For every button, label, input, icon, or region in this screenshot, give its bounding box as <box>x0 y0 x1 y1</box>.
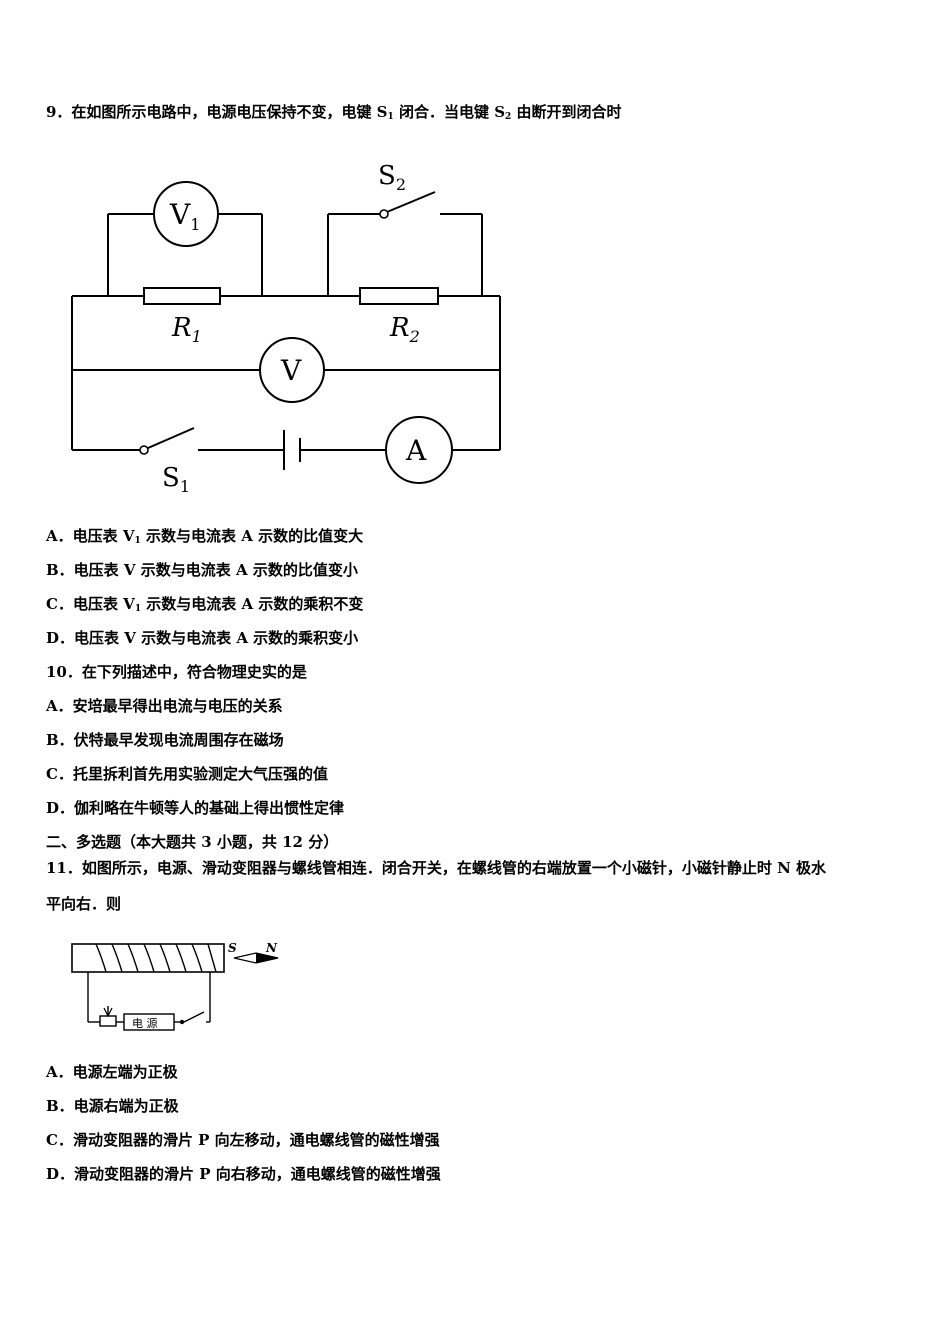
label-s-pole: S <box>228 941 237 955</box>
q9-stem-part: 闭合．当电键 S <box>393 103 506 121</box>
option-sub: 1 <box>134 604 142 614</box>
resistor-r1 <box>143 287 221 305</box>
label-n-pole: N <box>265 941 278 955</box>
ammeter-a <box>385 416 453 484</box>
label-r1: R1 <box>171 313 202 346</box>
q11-option-c[interactable]: C．滑动变阻器的滑片 P 向左移动，通电螺线管的磁性增强 <box>46 1131 440 1149</box>
option-text: B．电压表 V 示数与电流表 A 示数的比值变小 <box>46 561 358 579</box>
q10-option-c[interactable]: C．托里拆利首先用实验测定大气压强的值 <box>46 765 328 783</box>
label-r2: R2 <box>389 313 420 346</box>
switch-s2-contact <box>379 209 389 219</box>
q9-option-d[interactable]: D．电压表 V 示数与电流表 A 示数的乘积变小 <box>46 628 358 648</box>
q10-stem: 10．在下列描述中，符合物理史实的是 <box>46 663 307 681</box>
switch-contact <box>179 1019 185 1025</box>
q9-stem-part: 9．在如图所示电路中，电源电压保持不变，电键 S <box>46 103 388 121</box>
q9-stem: 9．在如图所示电路中，电源电压保持不变，电键 S1 闭合．当电键 S2 由断开到… <box>46 102 622 127</box>
q10-option-a[interactable]: A．安培最早得出电流与电压的关系 <box>46 697 283 715</box>
power-source-box <box>123 1013 175 1031</box>
q11-option-b[interactable]: B．电源右端为正极 <box>46 1097 179 1115</box>
q11-stem-line2: 平向右．则 <box>46 895 122 913</box>
section-heading: 二、多选题（本大题共 3 小题，共 12 分） <box>46 833 339 851</box>
voltmeter-v1 <box>153 181 219 247</box>
option-text: D．电压表 V 示数与电流表 A 示数的乘积变小 <box>46 629 359 647</box>
q9-circuit-diagram: V1 V A R1 R2 S2 S1 <box>71 161 501 496</box>
label-v: V <box>280 354 302 387</box>
q9-stem-part: 由断开到闭合时 <box>511 103 622 121</box>
q9-option-b[interactable]: B．电压表 V 示数与电流表 A 示数的比值变小 <box>46 560 358 580</box>
power-source-label: 电 源 <box>132 1016 158 1030</box>
option-text: C．电压表 V <box>46 595 135 613</box>
q9-stem-sub: 1 <box>387 112 394 122</box>
option-text: 示数与电流表 A 示数的乘积不变 <box>141 595 364 613</box>
label-s1: S1 <box>162 463 190 496</box>
q9-option-c[interactable]: C．电压表 V1 示数与电流表 A 示数的乘积不变 <box>46 594 363 619</box>
rheostat <box>99 1015 117 1027</box>
label-a: A <box>405 434 427 467</box>
q11-option-a[interactable]: A．电源左端为正极 <box>46 1063 178 1081</box>
q10-option-b[interactable]: B．伏特最早发现电流周围存在磁场 <box>46 731 284 749</box>
option-sub: 1 <box>134 536 141 546</box>
q9-stem-sub: 2 <box>505 112 512 122</box>
q10-option-d[interactable]: D．伽利略在牛顿等人的基础上得出惯性定律 <box>46 799 345 817</box>
voltmeter-v <box>259 337 325 403</box>
q9-option-a[interactable]: A．电压表 V1 示数与电流表 A 示数的比值变大 <box>46 526 363 551</box>
q11-option-d[interactable]: D．滑动变阻器的滑片 P 向右移动，通电螺线管的磁性增强 <box>46 1165 441 1183</box>
option-text: A．电压表 V <box>46 527 135 545</box>
option-text: 示数与电流表 A 示数的比值变大 <box>140 527 364 545</box>
solenoid-coil <box>95 943 217 973</box>
label-s2: S2 <box>378 161 406 194</box>
label-v1: V1 <box>169 198 200 234</box>
resistor-r2 <box>359 287 439 305</box>
q11-stem-line1: 11．如图所示，电源、滑动变阻器与螺线管相连．闭合开关，在螺线管的右端放置一个小… <box>46 859 827 877</box>
rheostat-slider-p <box>103 1007 113 1018</box>
q11-solenoid-diagram: 电 源 S N <box>71 941 279 1031</box>
switch-s1-contact <box>139 445 149 455</box>
